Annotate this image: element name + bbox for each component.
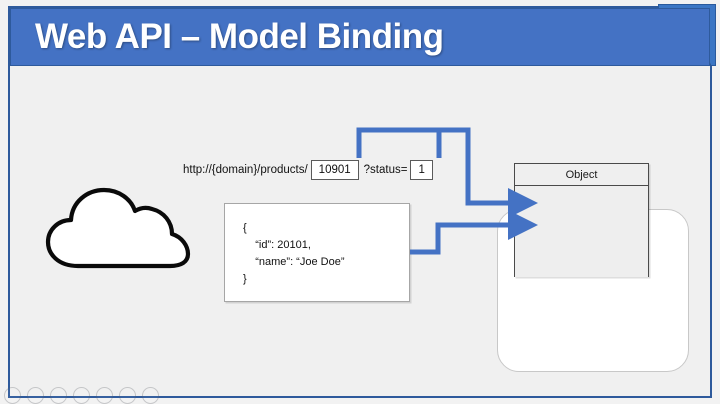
json-body-text: { “id”: 20101, “name”: “Joe Doe” } [243,222,345,285]
fullscreen-icon[interactable] [119,387,136,404]
player-control-bar[interactable] [4,387,159,404]
query-value-box[interactable]: 1 [410,160,433,180]
request-url: http://{domain}/products/ 10901 ?status=… [183,160,433,180]
play-icon[interactable] [27,387,44,404]
route-value-box[interactable]: 10901 [310,160,359,180]
slide-title-bar: Web API – Model Binding [10,8,710,66]
object-box: Object [514,163,649,277]
page-title: Web API – Model Binding [35,17,444,56]
url-query-key: ?status= [363,164,408,176]
rewind-icon[interactable] [4,387,21,404]
object-header-label: Object [515,164,648,186]
cloud-icon [42,184,192,279]
volume-icon[interactable] [96,387,113,404]
json-body-box: { “id”: 20101, “name”: “Joe Doe” } [224,203,410,302]
fast-forward-icon[interactable] [50,387,67,404]
minimize-icon[interactable] [142,387,159,404]
settings-icon[interactable] [73,387,90,404]
url-base-text: http://{domain}/products/ [183,164,308,176]
object-body [515,186,648,277]
